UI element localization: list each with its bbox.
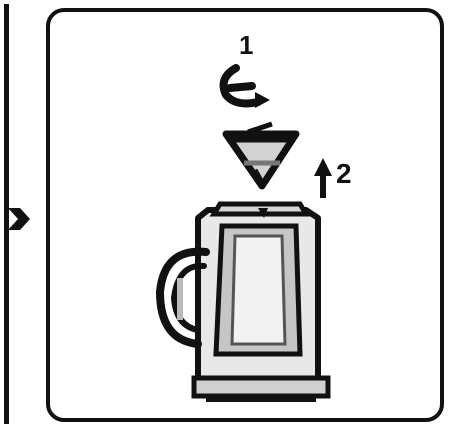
unlock-rotate-icon bbox=[219, 64, 270, 108]
left-divider bbox=[4, 4, 9, 424]
chevron-right-icon bbox=[8, 208, 30, 230]
filter-icon bbox=[222, 121, 300, 190]
lift-up-arrow-icon bbox=[314, 158, 332, 198]
step-2-label: 2 bbox=[336, 158, 352, 189]
kettle-icon bbox=[155, 201, 331, 402]
step-1-label: 1 bbox=[239, 30, 254, 60]
